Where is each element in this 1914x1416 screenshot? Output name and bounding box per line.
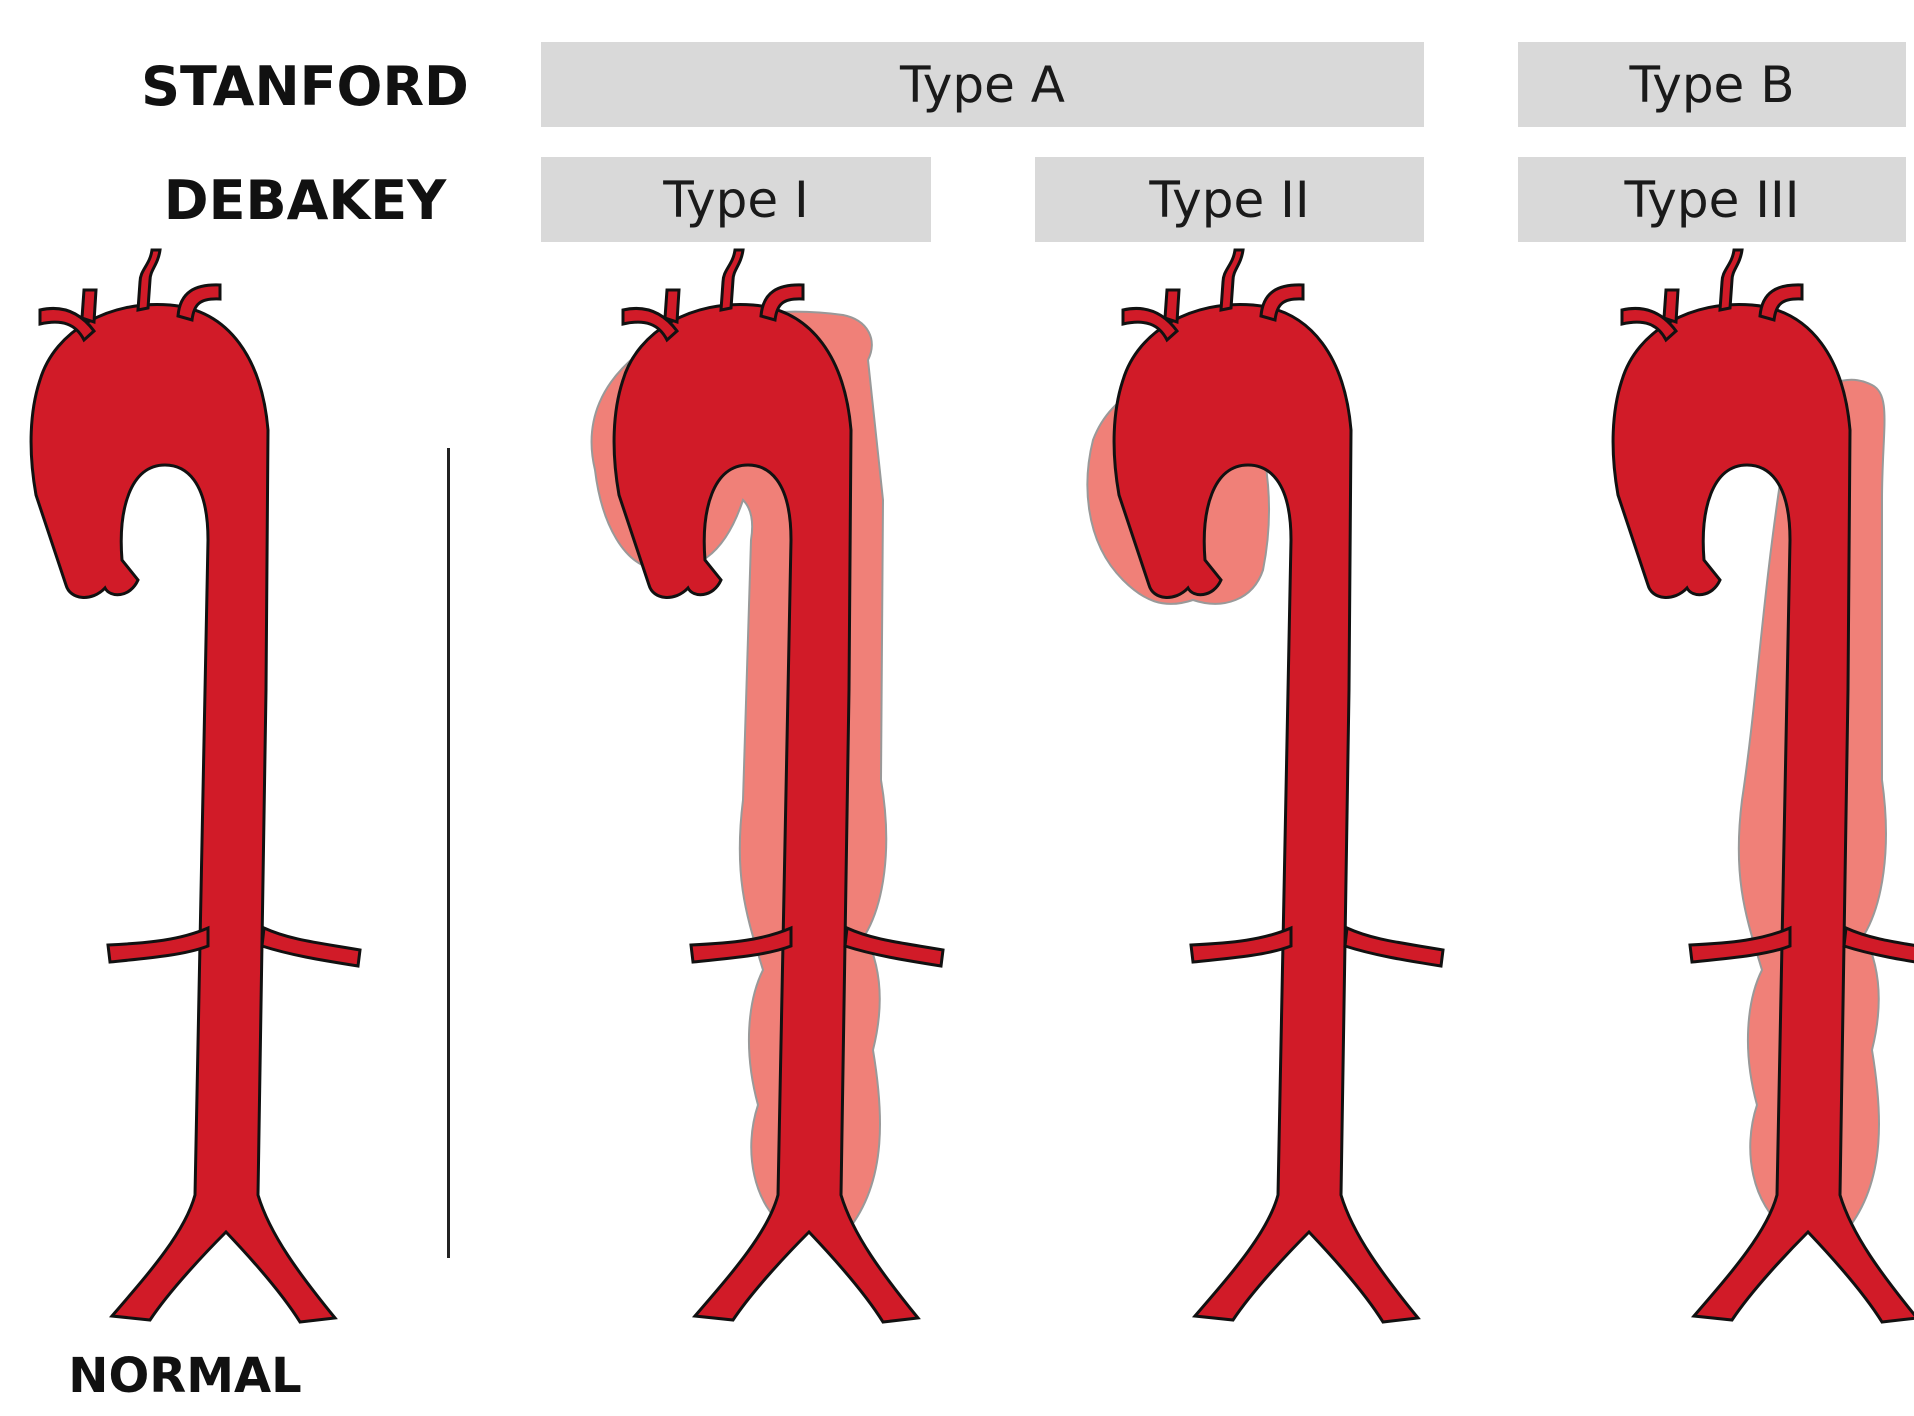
debakey-type-2-box: Type II bbox=[1035, 157, 1424, 242]
debakey-label: DEBAKEY bbox=[163, 169, 447, 232]
stanford-type-a-box: Type A bbox=[541, 42, 1424, 127]
debakey-type-2-text: Type II bbox=[1149, 170, 1310, 229]
type-2-aorta bbox=[1086, 248, 1445, 1324]
type-1-aorta bbox=[590, 248, 945, 1324]
type-3-aorta bbox=[1611, 248, 1914, 1324]
debakey-type-1-box: Type I bbox=[541, 157, 931, 242]
stanford-type-b-box: Type B bbox=[1518, 42, 1906, 127]
debakey-type-3-text: Type III bbox=[1624, 170, 1800, 229]
normal-label: NORMAL bbox=[68, 1348, 302, 1404]
stanford-type-a-text: Type A bbox=[900, 55, 1065, 114]
stanford-type-b-text: Type B bbox=[1629, 55, 1795, 114]
normal-divider-line bbox=[447, 448, 450, 1258]
stanford-label: STANFORD bbox=[141, 55, 469, 118]
debakey-type-1-text: Type I bbox=[663, 170, 809, 229]
debakey-type-3-box: Type III bbox=[1518, 157, 1906, 242]
normal-aorta bbox=[29, 248, 362, 1324]
